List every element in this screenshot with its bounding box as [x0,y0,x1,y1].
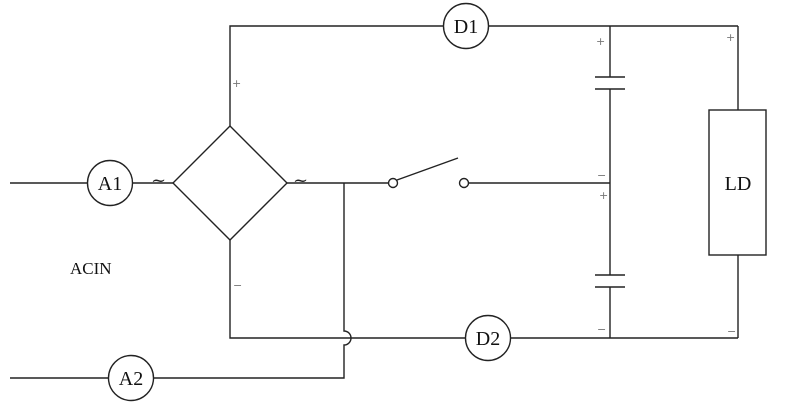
wire-top-rail-left [229,25,443,126]
label-a2: A2 [119,368,143,390]
wires [10,25,739,379]
meter-d1 [442,2,490,50]
polarity-cap-upper-plus: + [596,35,605,48]
capacitor-lower [595,274,625,288]
switch [387,157,470,189]
polarity-load-plus: + [726,31,735,44]
polarity-cap-lower-minus: − [597,323,606,336]
load-resistor [708,109,767,256]
switch-contact-left [387,177,399,189]
label-d2: D2 [476,328,500,350]
polarity-load-minus: − [727,325,736,338]
bridge-rectifier [172,125,288,241]
polarity-bridge-minus: − [233,279,242,292]
wire-ac-branch-a2 [153,183,352,379]
meter-d2 [464,314,512,362]
meter-a1 [86,159,134,207]
polarity-bridge-plus: + [232,77,241,90]
label-d1: D1 [454,16,478,38]
capacitor-upper [595,76,625,90]
switch-lever [396,157,459,181]
polarity-cap-upper-minus: − [597,169,606,182]
polarity-cap-lower-plus: + [599,189,608,202]
label-a1: A1 [98,173,122,195]
label-ld: LD [725,173,752,195]
ac-symbol-left: ~ [151,170,166,191]
ac-symbol-right: ~ [293,170,308,191]
label-acin: ACIN [70,259,112,278]
wire-bottom-rail-left [229,240,465,339]
switch-contact-right [458,177,470,189]
meter-a2 [107,354,155,402]
